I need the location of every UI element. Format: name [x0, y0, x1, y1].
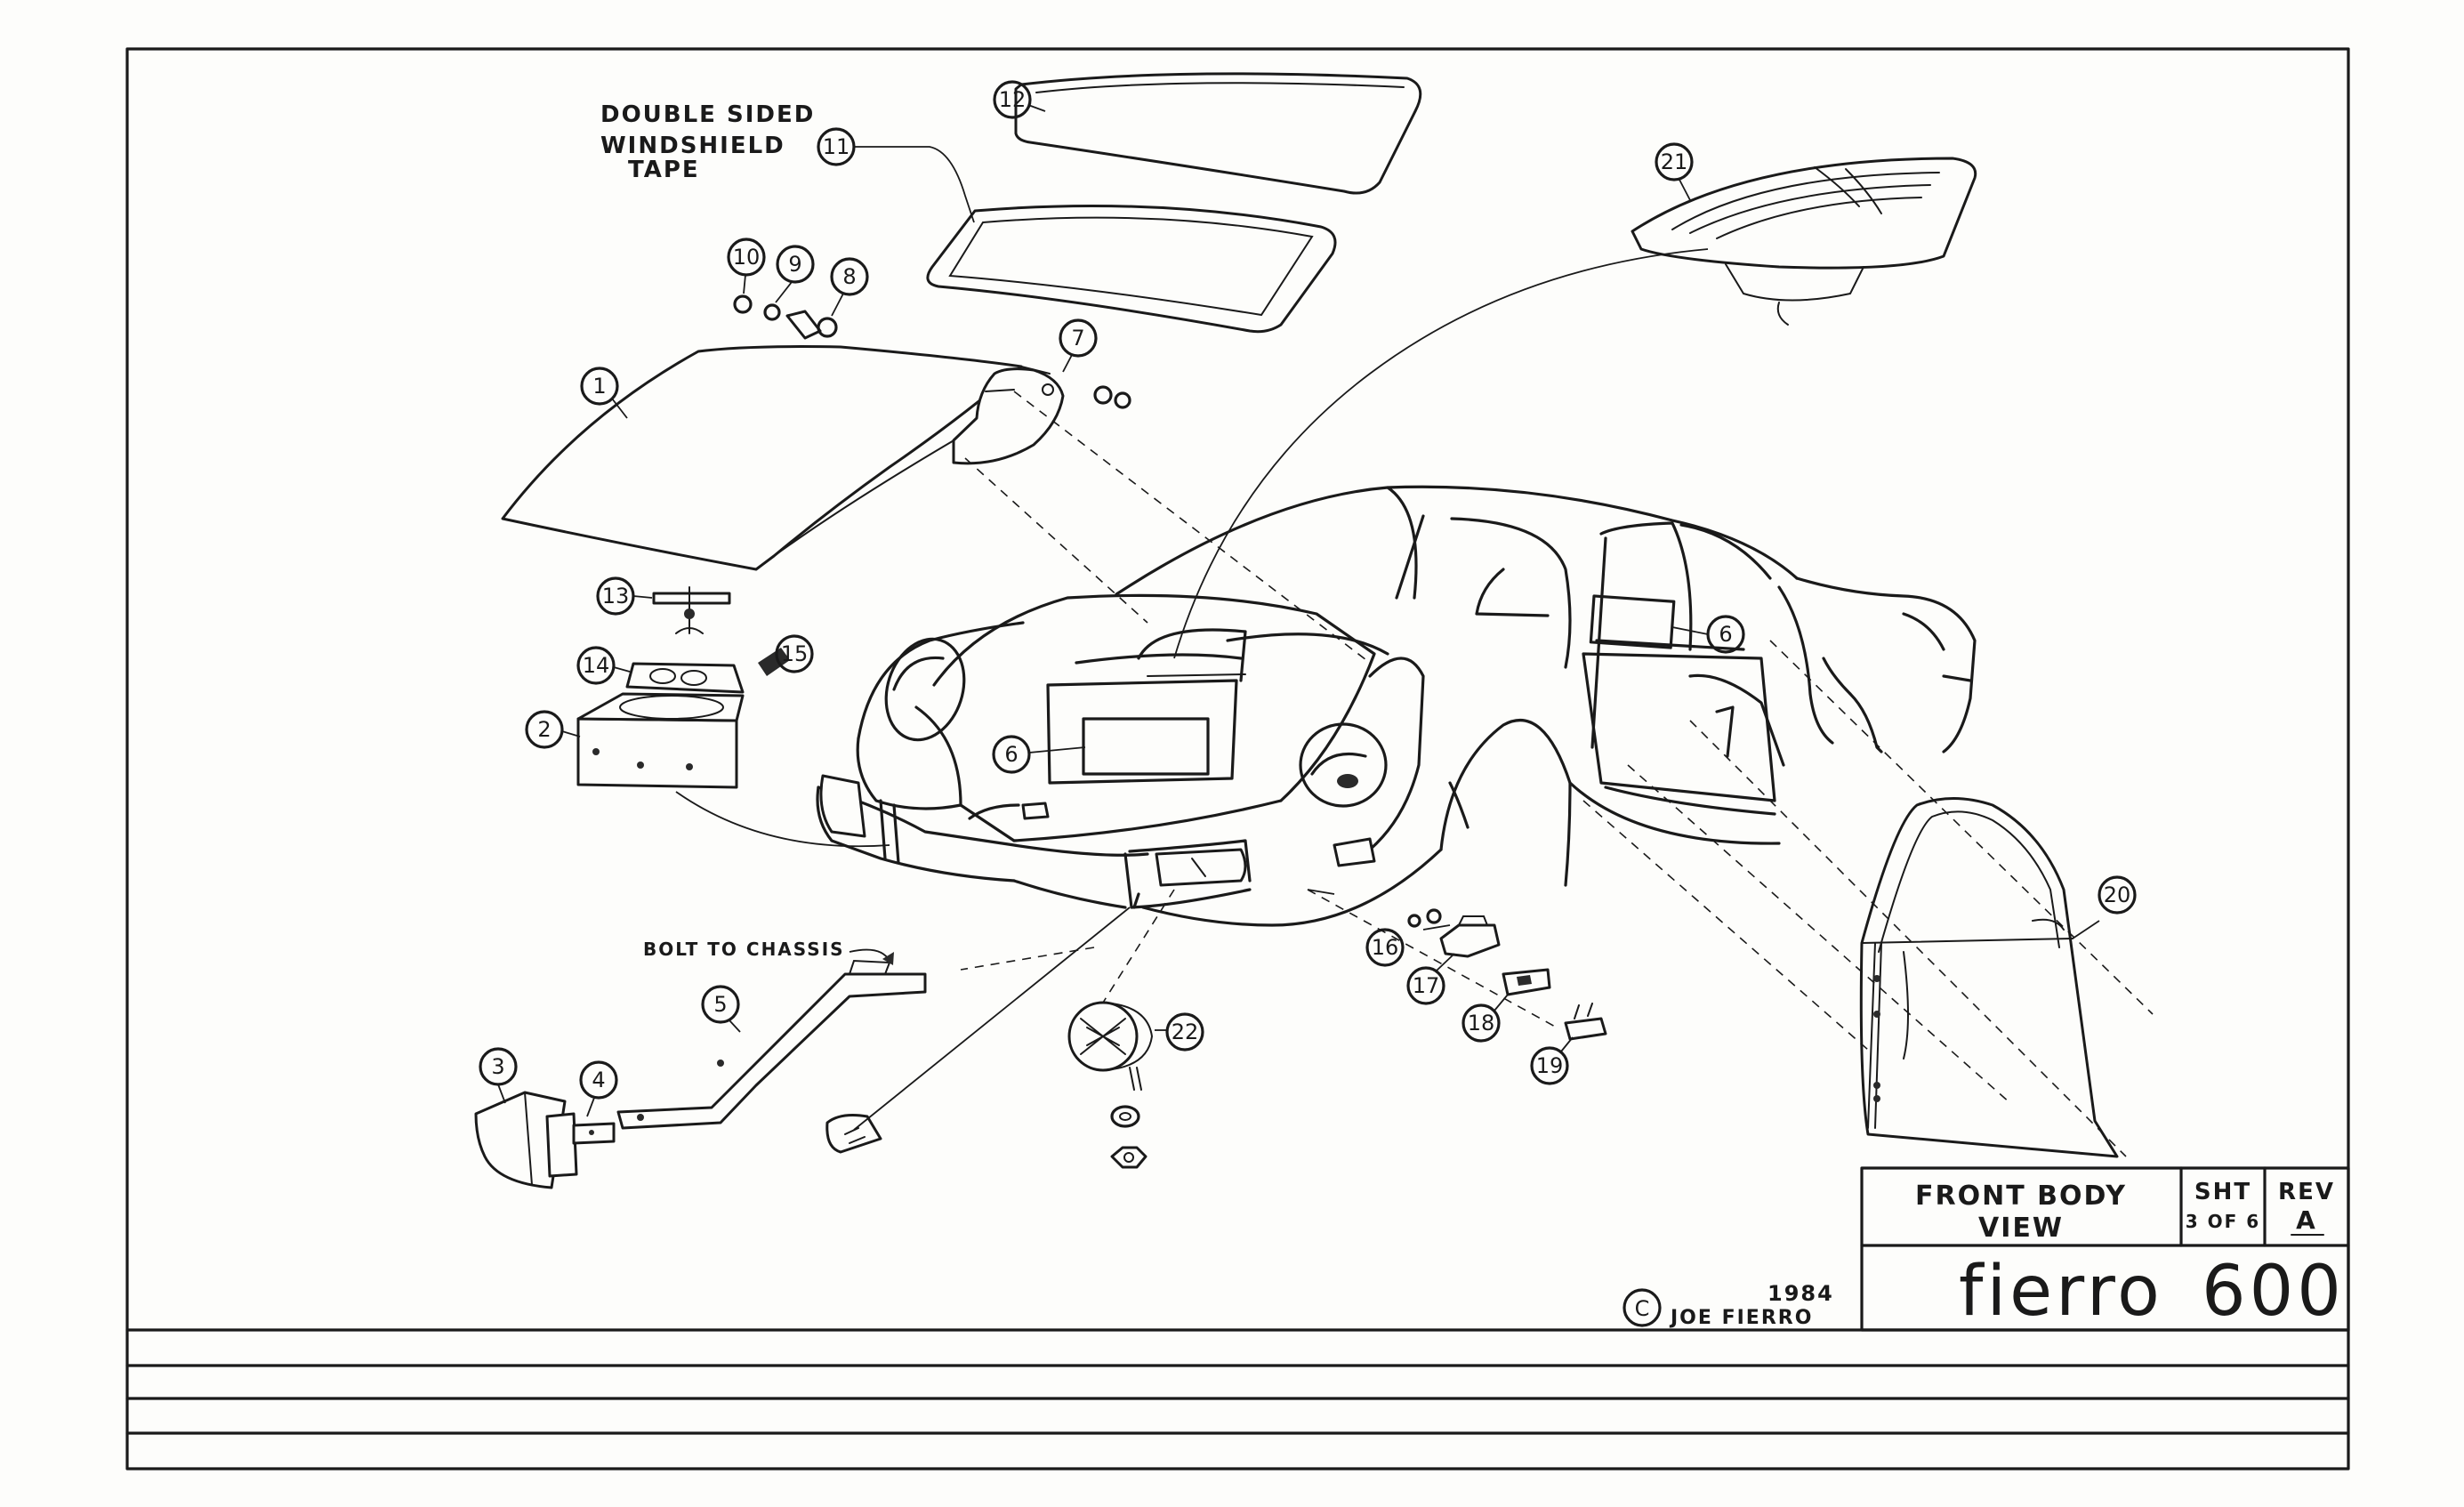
part-5-bracket: [616, 959, 927, 1130]
logo-name: fierro: [1959, 1252, 2163, 1332]
title-block: FRONT BODY VIEW SHT 3 OF 6 REV A fierro …: [1860, 1166, 2350, 1332]
callout-13: 13: [596, 576, 635, 616]
sheet-label: SHT: [2194, 1179, 2251, 1205]
callout-12: 12: [993, 80, 1032, 119]
part-2-lock-box: [576, 692, 745, 789]
hood-hardware-8-9-10: [733, 294, 1131, 409]
svg-text:16: 16: [1372, 935, 1399, 960]
callout-18: 18: [1461, 1003, 1501, 1043]
callout-3: 3: [479, 1047, 518, 1086]
callout-4: 4: [579, 1060, 618, 1100]
callout-2: 2: [525, 710, 564, 749]
svg-text:19: 19: [1536, 1053, 1564, 1078]
svg-text:8: 8: [842, 264, 856, 289]
copyright-author: JOE FIERRO: [1669, 1307, 1813, 1329]
svg-text:10: 10: [733, 245, 761, 270]
bolt-to-chassis-label: BOLT TO CHASSIS: [643, 939, 845, 960]
tape-label-line1: DOUBLE SIDED: [600, 101, 815, 128]
svg-text:11: 11: [823, 134, 850, 159]
part-7-hinge: [952, 367, 1065, 465]
part-1-hood: [501, 345, 1023, 571]
svg-text:6: 6: [1719, 622, 1732, 647]
part-15-clip-icon: [758, 648, 790, 676]
svg-text:2: 2: [537, 717, 551, 742]
part-12-top-panel: [1014, 72, 1422, 195]
callout-7: 7: [1059, 318, 1098, 358]
callouts: 1 2 3 4 5 6 6 7 8 9 10 11 12 13 14 15 16…: [479, 80, 2137, 1117]
svg-text:3: 3: [491, 1054, 504, 1079]
logo-model: 600: [2202, 1252, 2345, 1332]
part-20-door: [1859, 797, 2119, 1158]
callout-5: 5: [701, 985, 740, 1024]
svg-text:7: 7: [1071, 326, 1084, 351]
parts-16-19-hardware: [1407, 908, 1607, 1041]
svg-text:5: 5: [713, 992, 727, 1017]
callout-22: 22: [1165, 1012, 1204, 1052]
tape-label-line2: WINDSHIELD: [600, 133, 785, 159]
callout-21: 21: [1655, 142, 1694, 181]
part-22-fog-light: [1067, 1001, 1154, 1169]
copyright-year: 1984: [1767, 1281, 1834, 1306]
part-14-plate: [625, 662, 745, 694]
callout-15: 15: [775, 634, 814, 673]
svg-text:17: 17: [1413, 973, 1440, 998]
callout-10: 10: [727, 238, 766, 277]
callout-16: 16: [1365, 928, 1405, 967]
part-21-tray: [1631, 157, 1977, 326]
part-13-latch: [652, 586, 731, 634]
callout-8: 8: [830, 257, 869, 296]
svg-text:15: 15: [781, 641, 809, 666]
svg-text:4: 4: [592, 1068, 605, 1092]
callout-11: 11: [817, 127, 856, 166]
title-line2: VIEW: [1978, 1213, 2064, 1244]
rev-label: REV: [2278, 1179, 2335, 1205]
svg-text:1: 1: [592, 374, 606, 399]
part-11-windshield-tape: [926, 204, 1337, 334]
sheet-value: 3 OF 6: [2186, 1211, 2260, 1232]
copyright-mark: C 1984 JOE FIERRO: [1623, 1281, 1834, 1329]
tape-label-line3: TAPE: [628, 157, 700, 183]
part-4-mount: [545, 1112, 616, 1178]
callout-9: 9: [776, 245, 815, 284]
callout-17: 17: [1406, 966, 1445, 1005]
callout-14: 14: [576, 646, 616, 685]
svg-text:14: 14: [583, 653, 610, 678]
bolt-arrowhead-icon: [882, 952, 894, 965]
svg-text:21: 21: [1661, 149, 1688, 174]
svg-text:20: 20: [2104, 882, 2131, 907]
svg-text:18: 18: [1468, 1011, 1495, 1036]
svg-text:12: 12: [999, 87, 1027, 112]
callout-20: 20: [2098, 875, 2137, 915]
svg-text:6: 6: [1004, 742, 1018, 767]
svg-text:13: 13: [602, 584, 630, 608]
title-line1: FRONT BODY: [1915, 1181, 2127, 1212]
callout-1: 1: [580, 367, 619, 406]
svg-text:22: 22: [1172, 1019, 1199, 1044]
callout-6a: 6: [992, 735, 1031, 774]
svg-text:9: 9: [788, 252, 801, 277]
copyright-symbol: C: [1635, 1296, 1650, 1321]
car-body: [816, 485, 1977, 927]
callout-19: 19: [1530, 1046, 1569, 1085]
leader-lines: [675, 146, 2154, 1157]
rev-value: A: [2296, 1205, 2317, 1235]
callout-6b: 6: [1706, 615, 1745, 654]
turn-signal-part: [825, 1114, 882, 1154]
part-3-bumper-corner: [474, 1091, 567, 1189]
